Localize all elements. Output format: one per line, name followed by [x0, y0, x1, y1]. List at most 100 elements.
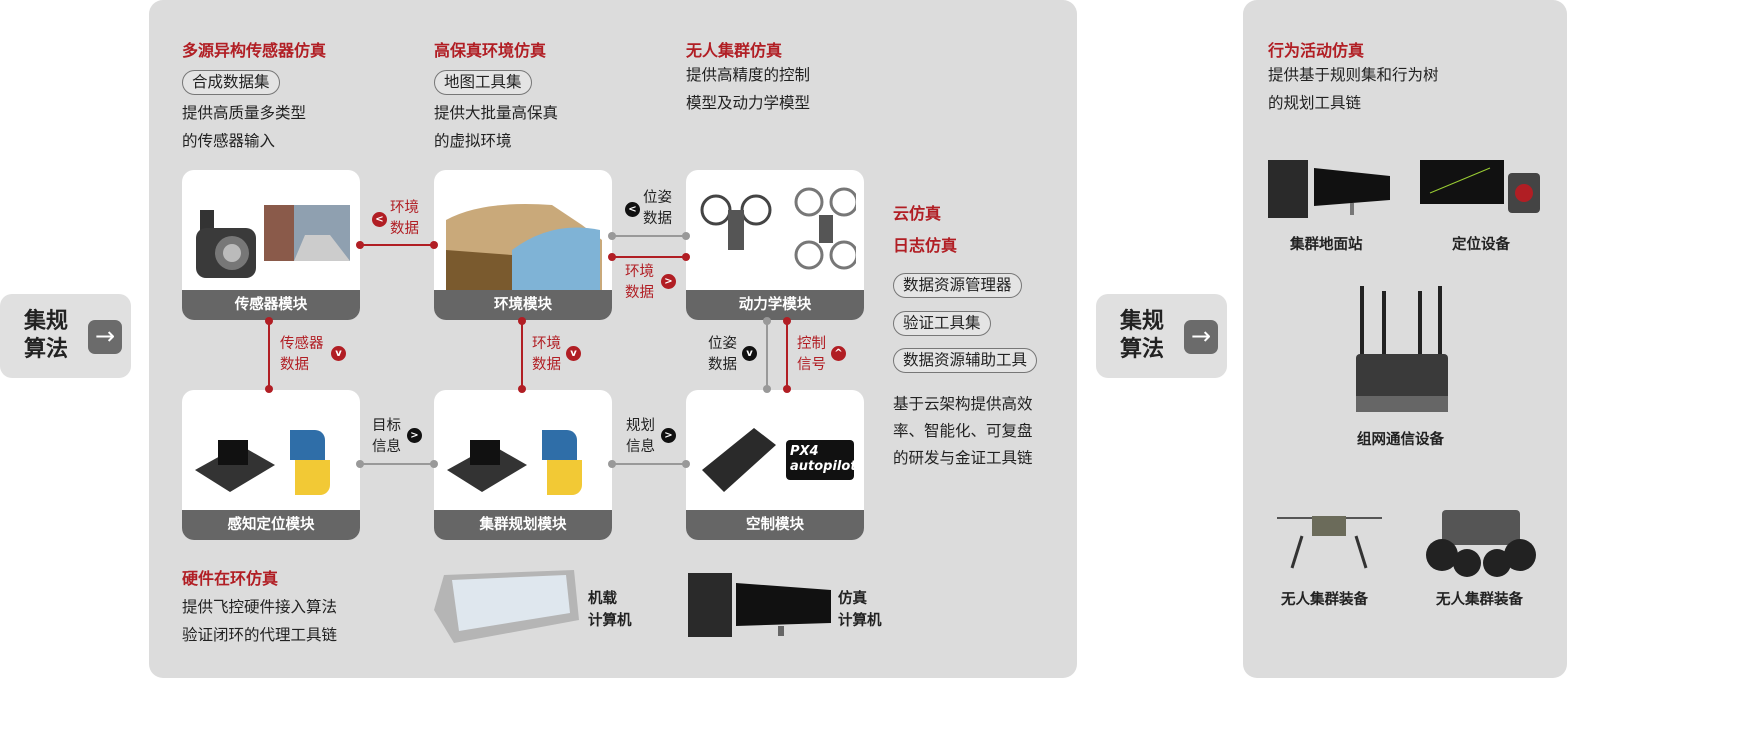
terrain-image — [442, 180, 604, 292]
chevron-right-icon: > — [661, 274, 676, 289]
link-text: 数据 — [625, 285, 654, 301]
arrow-right-icon[interactable]: → — [88, 320, 122, 354]
link-label: 位姿数据 — [708, 334, 737, 376]
sensor-module-card[interactable]: 传感器模块 — [182, 170, 360, 320]
simulation-computer-image — [686, 568, 832, 640]
data-resource-aux-pill[interactable]: 数据资源辅助工具 — [893, 348, 1038, 373]
desc-line: 的虚拟环境 — [434, 132, 512, 150]
algo-line1: 集规 — [1120, 309, 1165, 334]
data-resource-manager-pill[interactable]: 数据资源管理器 — [893, 273, 1022, 298]
control-module-card[interactable]: PX4 autopilot 空制模块 — [686, 390, 864, 540]
environment-module-card[interactable]: 环境模块 — [434, 170, 612, 320]
module-label: 环境模块 — [434, 290, 612, 320]
desc-line: 的规划工具链 — [1268, 94, 1362, 112]
onboard-computer-label: 机载计算机 — [588, 588, 632, 632]
link-label: 传感器数据 — [280, 334, 324, 376]
module-label: 传感器模块 — [182, 290, 360, 320]
desc-line: 提供大批量高保真 — [434, 104, 559, 122]
connector-line — [360, 463, 434, 465]
link-text: 信号 — [797, 357, 826, 373]
chevron-right-icon: > — [661, 428, 676, 443]
board-python-image — [190, 400, 352, 508]
algo-line2: 算法 — [1120, 337, 1165, 362]
px4-logo: PX4 autopilot — [790, 444, 857, 474]
module-label: 感知定位模块 — [182, 510, 360, 540]
link-text: 数据 — [390, 221, 419, 237]
link-text: 位姿 — [643, 190, 672, 206]
connector-line — [268, 320, 270, 390]
connector-dot — [356, 241, 364, 249]
connector-dot — [608, 460, 616, 468]
map-tools-pill[interactable]: 地图工具集 — [434, 70, 532, 95]
link-text: 数据 — [708, 357, 737, 373]
link-text: 数据 — [280, 357, 309, 373]
hil-desc: 提供飞控硬件接入算法验证闭环的代理工具链 — [182, 593, 337, 649]
chevron-up-icon: ^ — [831, 346, 846, 361]
connector-dot — [682, 460, 690, 468]
perception-module-card[interactable]: 感知定位模块 — [182, 390, 360, 540]
chevron-down-icon: v — [331, 346, 346, 361]
board-python-image — [442, 400, 604, 508]
connector-dot — [265, 317, 273, 325]
behavior-title: 行为活动仿真 — [1268, 41, 1365, 60]
connector-dot — [518, 317, 526, 325]
desc-line: 提供高质量多类型 — [182, 104, 307, 122]
connector-dot — [430, 241, 438, 249]
connector-dot — [356, 460, 364, 468]
algorithm-box-left: 集规算法 → — [0, 294, 131, 378]
hil-title: 硬件在环仿真 — [182, 569, 279, 588]
algo-line1: 集规 — [24, 309, 69, 334]
desc-line: 提供高精度的控制 — [686, 66, 811, 84]
link-label: 位姿数据 — [643, 188, 672, 230]
desc-line: 的传感器输入 — [182, 132, 276, 150]
dynamics-module-card[interactable]: 动力学模块 — [686, 170, 864, 320]
arrow-right-icon[interactable]: → — [1184, 320, 1218, 354]
device-label: 无人集群装备 — [1436, 592, 1523, 608]
device-label: 定位设备 — [1452, 237, 1510, 253]
connector-dot — [763, 385, 771, 393]
simulation-panel — [149, 0, 1077, 678]
link-label: 规划信息 — [626, 416, 655, 458]
chevron-right-icon: > — [407, 428, 422, 443]
link-text: 环境 — [625, 264, 654, 280]
connector-line — [612, 463, 686, 465]
onboard-computer-image — [434, 565, 580, 645]
connector-dot — [783, 385, 791, 393]
desc-line: 基于云架构提供高效 — [893, 395, 1033, 413]
device-label: 无人集群装备 — [1281, 592, 1368, 608]
connector-line — [786, 320, 788, 390]
positioning-device-image — [1420, 158, 1542, 220]
link-text: 环境 — [532, 336, 561, 352]
desc-line: 模型及动力学模型 — [686, 94, 811, 112]
router-image — [1352, 286, 1452, 418]
connector-line — [612, 235, 686, 237]
chevron-down-icon: v — [566, 346, 581, 361]
module-label: 空制模块 — [686, 510, 864, 540]
col1-desc: 提供高质量多类型的传感器输入 — [182, 99, 306, 155]
connector-dot — [783, 317, 791, 325]
algo-line2: 算法 — [24, 337, 69, 362]
module-label: 动力学模块 — [686, 290, 864, 320]
link-text: 数据 — [643, 211, 672, 227]
col2-desc: 提供大批量高保真的虚拟环境 — [434, 99, 558, 155]
label-line: 仿真 — [838, 591, 867, 607]
col3-desc: 提供高精度的控制模型及动力学模型 — [686, 61, 810, 117]
synthetic-dataset-pill[interactable]: 合成数据集 — [182, 70, 280, 95]
ground-station-image — [1268, 158, 1392, 224]
chevron-left-icon: < — [625, 202, 640, 217]
cloud-sim-title: 云仿真 — [893, 204, 942, 223]
link-label: 目标信息 — [372, 416, 401, 458]
label-line: 计算机 — [838, 613, 882, 629]
col2-title: 高保真环境仿真 — [434, 41, 547, 60]
planning-module-card[interactable]: 集群规划模块 — [434, 390, 612, 540]
label-line: 机载 — [588, 591, 617, 607]
simulation-computer-label: 仿真计算机 — [838, 588, 882, 632]
chevron-left-icon: < — [372, 212, 387, 227]
verification-tools-pill[interactable]: 验证工具集 — [893, 311, 991, 336]
link-label: 环境数据 — [390, 198, 419, 240]
connector-dot — [430, 460, 438, 468]
desc-line: 提供飞控硬件接入算法 — [182, 598, 338, 616]
link-text: 数据 — [532, 357, 561, 373]
connector-dot — [763, 317, 771, 325]
link-text: 规划 — [626, 418, 655, 434]
